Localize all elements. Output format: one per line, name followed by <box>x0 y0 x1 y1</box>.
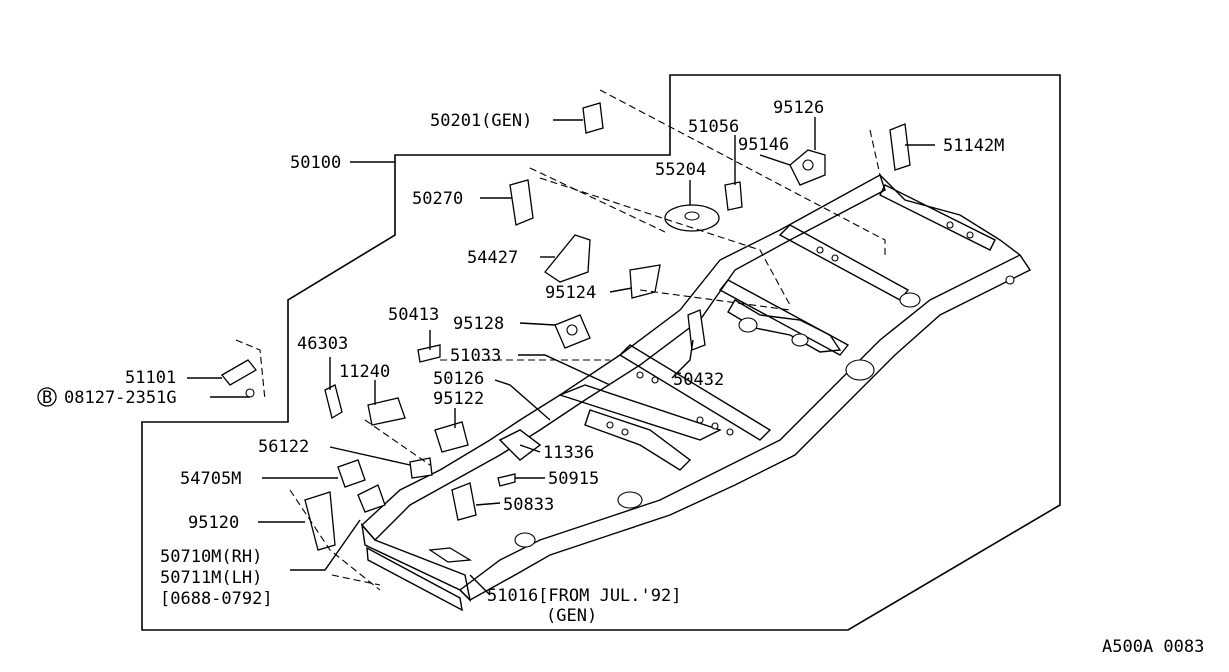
label-95126: 95126 <box>773 98 824 118</box>
label-50100: 50100 <box>290 153 341 173</box>
label-95124: 95124 <box>545 283 596 303</box>
label-51033: 51033 <box>450 346 501 366</box>
label-50711M-lh: 50711M(LH) <box>160 568 262 588</box>
label-51101: 51101 <box>125 368 176 388</box>
label-46303: 46303 <box>297 334 348 354</box>
part-51016-icon <box>428 547 473 563</box>
part-51101-icon <box>221 359 257 386</box>
label-51056: 51056 <box>688 117 739 137</box>
dashed-guides <box>235 89 886 591</box>
label-95146: 95146 <box>738 135 789 155</box>
label-54427: 54427 <box>467 248 518 268</box>
label-11336: 11336 <box>543 443 594 463</box>
label-50201: 50201(GEN) <box>430 111 532 131</box>
part-56122-icon <box>409 457 433 479</box>
diagram-code: A500A 0083 <box>1102 637 1204 657</box>
label-95120: 95120 <box>188 513 239 533</box>
label-55204: 55204 <box>655 160 706 180</box>
group-boundary-frame <box>141 74 1061 631</box>
part-50915-icon <box>497 473 516 487</box>
label-50432: 50432 <box>673 370 724 390</box>
label-0688-0792: [0688-0792] <box>160 589 273 609</box>
label-50915: 50915 <box>548 469 599 489</box>
label-51142M: 51142M <box>943 136 1004 156</box>
leader-lines <box>187 117 935 596</box>
bolt-b-badge-icon <box>37 387 57 407</box>
label-50710M-rh: 50710M(RH) <box>160 547 262 567</box>
part-50270-icon <box>509 179 534 226</box>
part-95120-icon <box>304 491 336 551</box>
part-46303-icon <box>324 384 343 420</box>
part-50201-icon <box>582 102 604 134</box>
part-54427-icon <box>544 234 591 283</box>
part-54705M-icon <box>337 459 366 488</box>
label-51016-gen: (GEN) <box>546 606 597 626</box>
label-95122: 95122 <box>433 389 484 409</box>
label-56122: 56122 <box>258 437 309 457</box>
label-11240: 11240 <box>339 362 390 382</box>
label-51016: 51016[FROM JUL.'92] <box>487 586 681 606</box>
label-50126: 50126 <box>433 369 484 389</box>
part-51142M-icon <box>889 123 911 171</box>
chassis-frame <box>360 173 1032 612</box>
part-50432-icon <box>687 309 706 351</box>
label-50270: 50270 <box>412 189 463 209</box>
part-50710M-icon <box>357 484 386 513</box>
label-50833: 50833 <box>503 495 554 515</box>
label-95128: 95128 <box>453 314 504 334</box>
part-51056-icon <box>724 181 743 211</box>
bolt-badge-letter: B <box>42 388 52 408</box>
label-54705M: 54705M <box>180 469 241 489</box>
bolt-08127-icon <box>245 388 255 398</box>
part-11240-icon <box>367 397 406 426</box>
part-95122-icon <box>434 421 469 453</box>
label-50413: 50413 <box>388 305 439 325</box>
part-95124-icon <box>629 264 661 299</box>
part-50833-icon <box>451 482 477 521</box>
label-08127-2351G: 08127-2351G <box>64 388 177 408</box>
part-50413-icon <box>417 344 441 363</box>
